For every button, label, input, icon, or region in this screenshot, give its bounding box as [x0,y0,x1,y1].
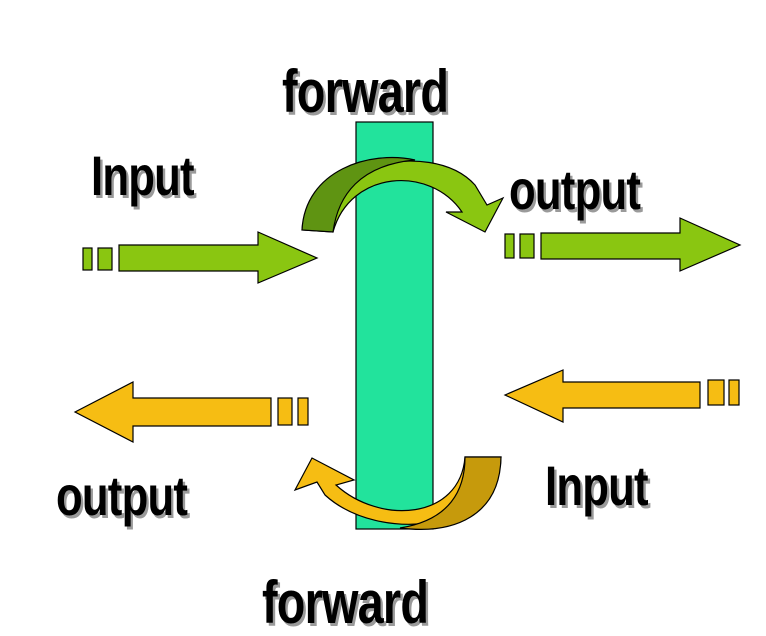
output-left-label: output [56,464,188,527]
forward-top-label: forward [282,58,449,125]
input-left-arrow [82,231,319,284]
curved-arrow-clockwise-icon [301,156,505,233]
input-right-arrow [503,369,740,423]
diagram-canvas [73,121,742,530]
forward-bottom-label: forward [262,569,429,636]
output-left-arrow [73,381,309,443]
input-left-label: Input [91,144,195,207]
input-right-label: Input [545,454,649,517]
curved-arrow-counterclockwise-icon [293,456,502,530]
forward-bar [355,121,434,530]
output-right-arrow [504,217,742,272]
output-right-label: output [509,158,641,221]
